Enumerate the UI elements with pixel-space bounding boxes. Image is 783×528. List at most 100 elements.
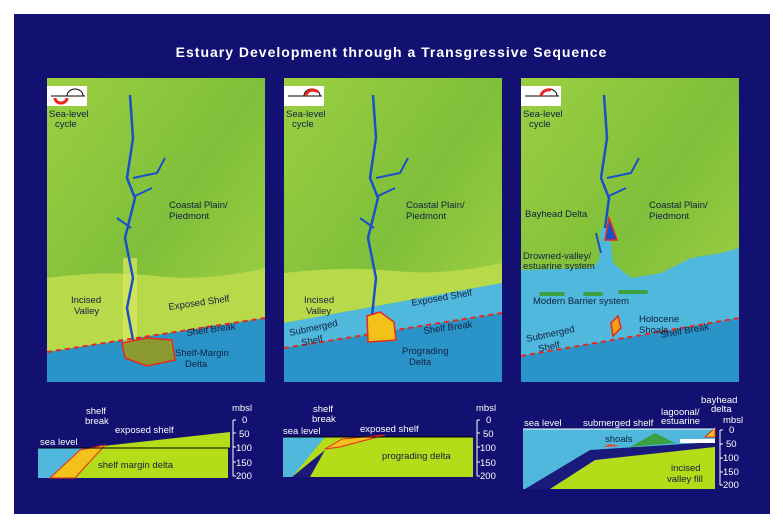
svg-text:200: 200 — [723, 480, 739, 491]
substrate — [550, 445, 715, 489]
sea-level-cycle-icon — [284, 86, 324, 106]
coastal-plain-label: Piedmont — [169, 211, 209, 222]
svg-text:200: 200 — [480, 471, 496, 482]
river — [599, 94, 611, 229]
sea-level-cycle-label: Sea-level — [286, 109, 326, 120]
sea-level-label: sea level — [40, 437, 78, 448]
valley-fill-label: valley fill — [667, 474, 703, 485]
exposed-shelf-area — [284, 263, 502, 323]
sea-level-cycle-icon — [47, 86, 87, 106]
svg-text:0: 0 — [242, 415, 247, 426]
svg-text:150: 150 — [236, 458, 252, 469]
delta-label: Delta — [185, 359, 208, 370]
sea-level-label: sea level — [524, 418, 562, 429]
shelf-margin-delta — [121, 337, 176, 367]
delta-label: Delta — [409, 357, 432, 368]
shelf-break-label: break — [312, 414, 336, 425]
coastal-plain-label: Coastal Plain/ — [406, 200, 465, 211]
bayhead-delta — [703, 426, 716, 438]
barrier — [630, 433, 675, 447]
coastal-plain-label: Piedmont — [649, 211, 689, 222]
svg-text:50: 50 — [239, 429, 250, 440]
prograding-delta — [324, 434, 386, 450]
exposed-shelf-area — [47, 268, 265, 352]
incised-valley-label: Valley — [306, 306, 331, 317]
holocene-shoals — [610, 314, 622, 338]
svg-text:50: 50 — [726, 439, 737, 450]
shoals — [603, 444, 620, 447]
sea-level-cycle-label: cycle — [55, 119, 77, 130]
cross-section-highstand: sea level submerged shelf shoals lagoona… — [515, 395, 765, 505]
svg-text:mbsl: mbsl — [723, 415, 743, 426]
cross-section-early-transgression: sea level shelf break exposed shelf prog… — [280, 395, 530, 505]
drowned-valley-label: Drowned-valley/ — [523, 251, 591, 262]
tributaries — [116, 157, 166, 229]
shelf-break-line — [46, 317, 266, 353]
delta-label: Shelf-Margin — [175, 348, 229, 359]
sea-level-cycle-label: cycle — [529, 119, 551, 130]
cross-section-lowstand: sea level shelf break exposed shelf shel… — [30, 395, 280, 505]
svg-text:100: 100 — [480, 443, 496, 454]
svg-text:150: 150 — [480, 458, 496, 469]
ocean-area — [284, 313, 502, 382]
submerged-shelf-label: submerged shelf — [583, 418, 654, 429]
svg-text:50: 50 — [483, 429, 494, 440]
shelf-break-label: break — [85, 416, 109, 427]
shelf-break-line — [520, 317, 740, 357]
bayhead-label: bayhead — [701, 395, 737, 406]
barrier-islands — [539, 290, 648, 296]
coastal-plain-label: Piedmont — [406, 211, 446, 222]
shoals-label: Holocene — [639, 314, 679, 325]
svg-text:200: 200 — [236, 471, 252, 482]
submerged-shelf-label: Shelf — [300, 334, 324, 349]
svg-text:0: 0 — [486, 415, 491, 426]
shelf-break-label: shelf — [313, 404, 333, 415]
submerged-shelf-label: Shelf — [537, 340, 561, 355]
shoals-label: Shoals — [639, 325, 668, 336]
older-deposits — [292, 450, 325, 477]
lagoonal-label: lagoonal/ — [661, 407, 700, 418]
bayhead-label: delta — [711, 404, 732, 415]
svg-text:mbsl: mbsl — [476, 403, 496, 414]
valley-fill-label: incised — [671, 463, 701, 474]
sea-level-label: sea level — [283, 426, 321, 437]
svg-text:mbsl: mbsl — [232, 403, 252, 414]
coastal-plain-label: Coastal Plain/ — [649, 200, 708, 211]
svg-text:0: 0 — [729, 425, 734, 436]
lagoonal-label: estuarine — [661, 416, 700, 427]
ocean-area — [521, 318, 739, 382]
delta-label: shelf margin delta — [98, 460, 174, 471]
river — [123, 94, 137, 341]
sea-level-cycle-icon — [521, 86, 561, 106]
figure-title: Estuary Development through a Transgress… — [175, 44, 608, 60]
sea — [283, 437, 325, 477]
delta-label: Prograding — [402, 346, 448, 357]
map-panel-highstand: Sea-level cycle Coastal Plain/ Piedmont … — [520, 78, 740, 382]
svg-text:150: 150 — [723, 467, 739, 478]
shelf-margin-delta — [48, 444, 107, 479]
barrier-system-label: Modern Barrier system — [533, 296, 629, 307]
transgressive-deposits — [525, 442, 715, 489]
shelf-break-label: shelf — [86, 406, 106, 417]
shoals-label: shoals — [605, 434, 633, 445]
incised-valley-label: Incised — [304, 295, 334, 306]
sea-level-cycle-label: cycle — [292, 119, 314, 130]
delta-label: prograding delta — [382, 451, 451, 462]
svg-text:100: 100 — [236, 443, 252, 454]
drowned-valley-label: estuarine system — [523, 261, 595, 272]
submerged-shelf-area — [284, 283, 502, 348]
map-panel-early-transgression: Sea-level cycle Coastal Plain/ Piedmont … — [283, 78, 503, 382]
incised-valley-label: Valley — [74, 306, 99, 317]
bayhead-delta — [604, 215, 619, 241]
river — [366, 94, 380, 317]
sea-level-cycle-label: Sea-level — [523, 109, 563, 120]
tributaries — [595, 157, 640, 254]
tributaries — [359, 157, 409, 229]
sea-level-cycle-label: Sea-level — [49, 109, 89, 120]
svg-text:100: 100 — [723, 453, 739, 464]
sea — [38, 448, 85, 478]
